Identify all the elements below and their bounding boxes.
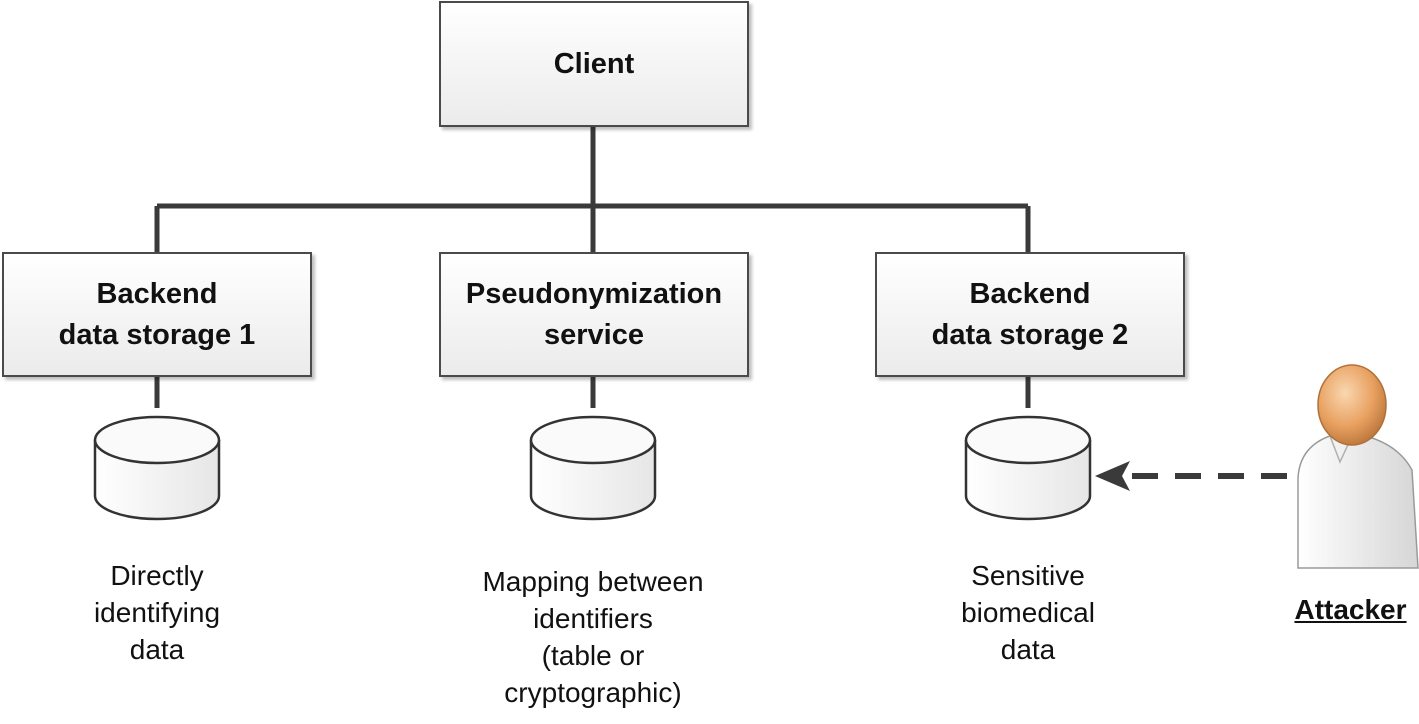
backend1-line1: Backend — [96, 277, 218, 310]
db3-caption: Sensitive biomedical data — [928, 557, 1128, 668]
db2-caption-line: identifiers — [533, 603, 653, 634]
db3-caption-line: data — [1000, 634, 1056, 665]
database-icon-2 — [529, 415, 657, 521]
db2-caption: Mapping between identifiers (table or cr… — [443, 563, 743, 711]
client-box: Client — [439, 1, 749, 127]
pseudonymization-service-box: Pseudonymization service — [439, 252, 749, 377]
attack-arrow — [1095, 461, 1287, 491]
db3-caption-line: biomedical — [961, 597, 1095, 628]
db1-caption-line: data — [129, 634, 185, 665]
backend2-line1: Backend — [969, 277, 1091, 310]
db1-caption-line: identifying — [93, 597, 221, 628]
db2-caption-line: Mapping between — [482, 566, 704, 597]
backend2-line2: data storage 2 — [931, 318, 1129, 351]
pseudo-line2: service — [543, 318, 644, 351]
db1-caption-line: Directly — [110, 560, 204, 591]
backend-storage-2-box: Backend data storage 2 — [875, 252, 1185, 377]
database-icon-3 — [964, 415, 1092, 521]
connector-lines — [154, 126, 1031, 408]
pseudo-line1: Pseudonymization — [465, 277, 723, 310]
db3-caption-line: Sensitive — [971, 560, 1085, 591]
backend1-line2: data storage 1 — [58, 318, 256, 351]
attacker-label: Attacker — [1294, 594, 1407, 625]
db2-caption-line: cryptographic) — [504, 677, 682, 708]
database-icon-1 — [93, 415, 221, 521]
backend-storage-1-box: Backend data storage 1 — [2, 252, 312, 377]
db2-caption-line: (table or — [541, 640, 645, 671]
attacker-icon — [1297, 364, 1419, 569]
client-label: Client — [553, 47, 635, 80]
db1-caption: Directly identifying data — [57, 557, 257, 668]
